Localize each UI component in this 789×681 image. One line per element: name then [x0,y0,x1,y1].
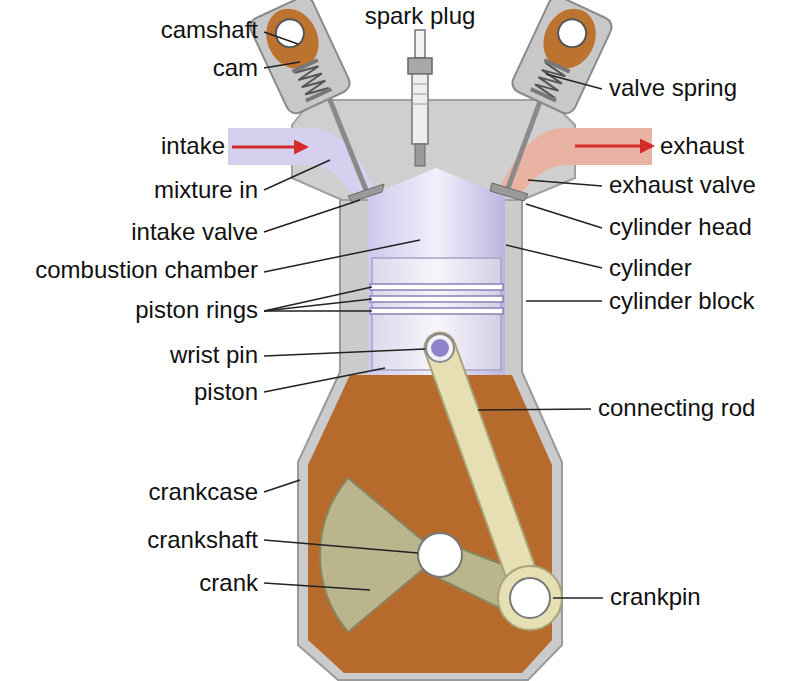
leader-line [264,583,370,590]
spark-plug [412,104,428,105]
part-label: crankcase [149,478,258,506]
piston [370,258,503,370]
part-label: cylinder head [609,213,752,241]
leader-line [528,180,602,186]
wrist-pin [426,334,454,362]
part-label: intake valve [131,218,258,246]
cam-housing [534,0,606,77]
part-label: exhaust [660,132,744,160]
cam-housing [247,0,353,116]
cam-housing [509,0,615,116]
cam-housing [554,15,591,52]
part-label: combustion chamber [35,256,258,284]
leader-line [264,160,330,190]
piston [370,296,503,302]
flow-arrows [232,146,652,147]
cylinder-bore [368,168,505,375]
part-label: crankshaft [147,526,258,554]
wrist-pin [431,339,449,357]
leader-line [264,62,300,68]
spark-plug [408,30,432,166]
leader-line [264,240,420,272]
leader-line [264,32,603,598]
intake-valve [348,184,384,202]
part-label: crank [199,569,258,597]
part-label: piston rings [135,296,258,324]
part-label: mixture in [154,176,258,204]
cam-housing [305,87,332,102]
leader-line [264,299,372,311]
cylinder-bore [368,168,505,375]
cam-housing [247,0,353,116]
part-label: crankpin [610,583,701,611]
spark-plug [408,58,432,74]
part-label: cylinder [609,254,692,282]
cylinder-block [298,195,562,680]
wrist-pin [426,334,454,362]
part-label: cylinder block [609,287,754,315]
cam-housing [509,0,615,116]
part-label: camshaft [161,16,258,44]
crankshaft [418,533,462,577]
part-label: intake [161,132,225,160]
cam-housing [271,15,308,52]
part-label: valve spring [609,74,737,102]
part-label: cam [213,54,258,82]
part-label: spark plug [365,2,476,30]
leader-line [526,204,602,228]
connecting-rod [498,566,562,630]
piston [370,308,503,314]
part-label: connecting rod [598,394,755,422]
leader-line [264,310,372,312]
cylinder-block [298,195,562,680]
leader-line [264,349,425,356]
part-label: wrist pin [170,341,258,369]
part-label: exhaust valve [609,171,756,199]
cam-housing [543,58,570,73]
spark-plug [412,84,428,85]
exhaust-valve [490,183,528,201]
piston [370,284,503,290]
leader-line [264,480,300,492]
part-label: piston [194,378,258,406]
spark-plug [412,94,428,95]
leader-line [264,287,372,311]
leader-line [478,409,591,410]
connecting-rod [510,578,550,618]
cam-housing [292,58,319,73]
spark-plug [415,144,425,166]
leader-line [264,200,360,232]
leader-line [264,32,298,44]
leader-line [264,540,418,553]
spark-plug [412,74,428,144]
leader-line [526,300,602,302]
leader-line [553,597,603,599]
flow-arrows [232,146,306,149]
leader-line [546,74,602,89]
cam-housing [530,87,557,102]
leader-line [264,368,385,392]
leader-line [506,245,602,268]
crankshaft [418,533,462,577]
flow-arrows [575,145,652,148]
spark-plug [415,30,425,58]
connecting-rod [440,348,562,630]
